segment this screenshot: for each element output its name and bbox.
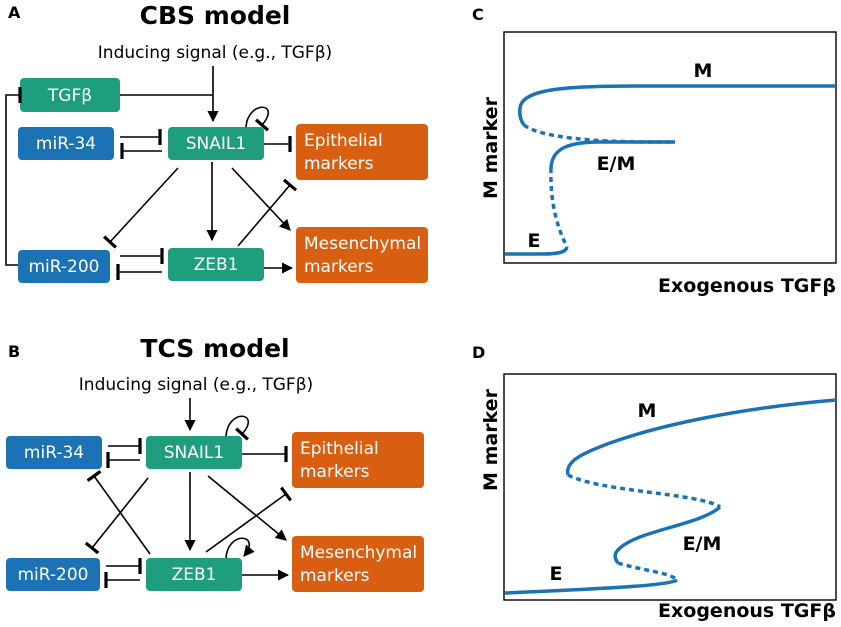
edge-zeb1-mir34	[86, 470, 151, 555]
node-snail1-label: SNAIL1	[186, 134, 246, 154]
node-tgfb	[20, 78, 120, 112]
node-mir34	[18, 127, 114, 160]
edge-snail1-mir200	[103, 167, 179, 249]
panel-c-xlabel: Exogenous TGFβ	[658, 275, 836, 297]
panel-c-frame	[503, 31, 837, 264]
node-zeb1	[146, 558, 242, 591]
edge-snail1-self	[245, 106, 270, 132]
node-mesenchymal-markers	[296, 227, 428, 283]
edge-zeb1-epithelial	[237, 178, 298, 247]
branch-d-em-label: E/M	[683, 533, 722, 555]
panel-c: C M marker Exogenous TGFβ M E/M E	[472, 5, 837, 297]
panel-b-title: TCS model	[140, 334, 289, 363]
branch-c-em-label: E/M	[597, 153, 636, 175]
curve-c-em-branch	[549, 140, 675, 169]
panel-a-signal: Inducing signal (e.g., TGFβ)	[98, 43, 332, 63]
node-zeb1	[168, 248, 264, 281]
curve-d-em-branch	[613, 505, 722, 565]
node-zeb1-label: ZEB1	[172, 565, 217, 585]
curve-c-unstable-upper	[522, 123, 675, 144]
curve-c-unstable-lower	[549, 167, 569, 248]
panel-d-frame	[503, 373, 837, 601]
panel-d-xlabel: Exogenous TGFβ	[658, 600, 836, 622]
node-zeb1-label: ZEB1	[194, 255, 239, 275]
edge-zeb1-self	[225, 537, 255, 559]
node-mir200	[18, 250, 110, 283]
node-mir34	[6, 436, 102, 469]
panel-b-letter: B	[8, 342, 20, 361]
panel-c-letter: C	[472, 5, 484, 24]
panel-c-ylabel: M marker	[480, 96, 502, 199]
panel-b: B TCS model Inducing signal (e.g., TGFβ)…	[6, 334, 424, 592]
branch-d-e-label: E	[550, 563, 563, 585]
panel-d-ylabel: M marker	[480, 388, 502, 491]
panel-d: D M marker Exogenous TGFβ M E/M E	[472, 343, 837, 622]
node-epithelial-markers	[292, 432, 424, 488]
curve-d-m-branch	[565, 398, 837, 476]
curve-c-e-branch	[505, 246, 569, 256]
node-snail1	[168, 127, 264, 160]
panel-a-letter: A	[8, 3, 21, 22]
node-tgfb-label: TGFβ	[47, 86, 92, 106]
edge-snail1-mesenchymal	[231, 167, 291, 231]
node-mir34-label: miR-34	[36, 134, 96, 154]
node-epithelial-label-1: Epithelial	[300, 439, 379, 459]
panel-a-title: CBS model	[140, 1, 291, 30]
panel-b-signal: Inducing signal (e.g., TGFβ)	[79, 375, 313, 395]
branch-d-m-label: M	[638, 400, 657, 422]
panel-b-edges	[84, 398, 292, 588]
node-mir200-label: miR-200	[29, 257, 100, 277]
node-mesenchymal-markers	[292, 536, 424, 592]
panel-a-edges	[5, 66, 298, 280]
panel-a: A CBS model Inducing signal (e.g., TGFβ)…	[5, 1, 428, 283]
edge-mir200-tgfb	[5, 87, 22, 266]
node-mesenchymal-label-1: Mesenchymal	[304, 234, 421, 254]
branch-c-e-label: E	[528, 230, 541, 252]
node-epithelial-markers	[296, 124, 428, 180]
node-snail1-label: SNAIL1	[164, 443, 224, 463]
node-epithelial-label-2: markers	[304, 154, 374, 174]
edge-snail1-mesenchymal	[207, 475, 287, 541]
node-mesenchymal-label-2: markers	[304, 257, 374, 277]
node-epithelial-label-1: Epithelial	[304, 131, 383, 151]
node-mesenchymal-label-2: markers	[300, 566, 370, 586]
branch-c-m-label: M	[694, 60, 713, 82]
node-snail1	[146, 436, 242, 469]
curve-d-unstable-lower	[617, 561, 679, 582]
curve-c-m-branch	[518, 84, 836, 126]
curve-d-e-branch	[504, 578, 679, 595]
edge-snail1-self	[225, 415, 250, 441]
panel-d-letter: D	[472, 343, 485, 362]
node-mesenchymal-label-1: Mesenchymal	[300, 543, 417, 563]
curve-d-unstable-upper	[567, 473, 722, 509]
node-mir200-label: miR-200	[18, 565, 89, 585]
node-mir200	[6, 558, 100, 591]
edge-zeb1-epithelial	[205, 486, 292, 553]
node-epithelial-label-2: markers	[300, 462, 370, 482]
node-mir34-label: miR-34	[24, 443, 84, 463]
